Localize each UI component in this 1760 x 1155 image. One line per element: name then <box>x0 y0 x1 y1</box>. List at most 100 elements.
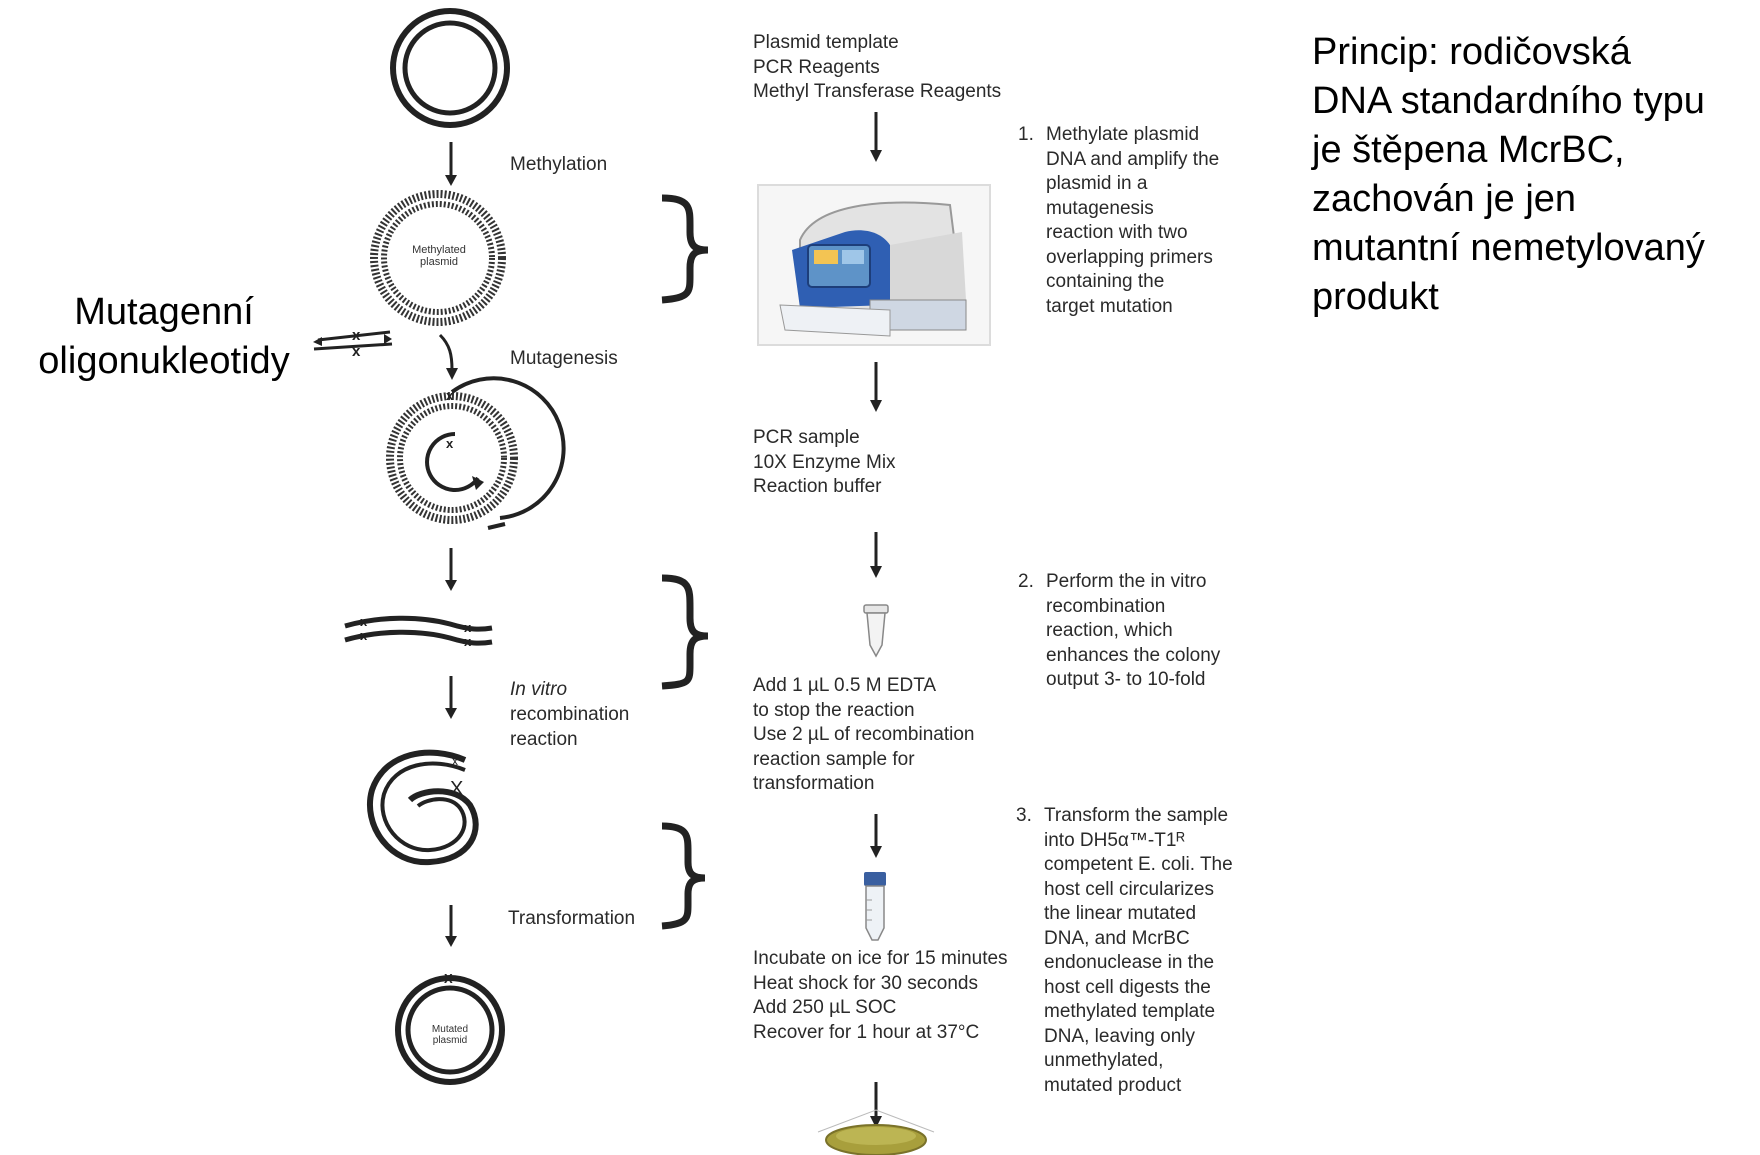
step-body: Perform the in vitro recombination react… <box>1046 570 1220 693</box>
transformation-label: Transformation <box>508 908 636 929</box>
svg-text:x: x <box>446 388 454 403</box>
step-number: 1. <box>1018 124 1034 145</box>
reagent-line: Add 250 µL SOC <box>753 997 897 1018</box>
step-1: 1. Methylate plasmid DNA and amplify the… <box>1018 123 1258 323</box>
reagent-line: Plasmid template <box>753 32 899 53</box>
step-line: recombination <box>1046 595 1166 617</box>
step-line: reaction, which <box>1046 620 1173 641</box>
reagent-line: PCR sample <box>753 427 860 448</box>
plasmid-label-line: Mutated <box>431 1024 469 1035</box>
methylated-plasmid <box>370 190 506 326</box>
heading-line: Mutagenní <box>74 291 254 333</box>
reagent-line: transformation <box>753 773 875 794</box>
reagent-line: Use 2 µL of recombination <box>753 724 975 745</box>
step-line: containing the <box>1046 271 1165 292</box>
step-2: 2. Perform the in vitro recombination re… <box>1018 570 1258 700</box>
svg-text:x: x <box>464 620 472 635</box>
curly-brace-icon <box>661 194 709 304</box>
step-line: reaction with two <box>1046 222 1188 243</box>
reagents-block-2: PCR sample 10X Enzyme Mix Reaction buffe… <box>753 426 896 500</box>
mutagenesis-plasmid: x x <box>386 376 566 530</box>
arrow-down-icon <box>870 362 882 412</box>
step-line: mutated product <box>1044 1074 1182 1096</box>
reagent-line: 10X Enzyme Mix <box>753 451 896 473</box>
arrow-down-icon <box>870 1082 882 1128</box>
step-line: into DH5α™-T1ᴿ <box>1044 829 1185 851</box>
step-number: 2. <box>1018 571 1034 592</box>
svg-text:X: X <box>450 778 463 800</box>
plasmid-label-line: plasmid <box>420 256 458 268</box>
step-line: mutagenesis <box>1046 197 1154 219</box>
principle-text: Princip: rodičovská DNA standardního typ… <box>1312 28 1705 322</box>
principle-line: produkt <box>1312 276 1439 318</box>
reagent-line: Recover for 1 hour at 37°C <box>753 1021 980 1043</box>
arrow-down-icon <box>445 548 457 591</box>
template-plasmid <box>390 8 510 128</box>
heading-line: oligonukleotidy <box>38 340 290 382</box>
recombining-dna: X x <box>367 749 479 866</box>
svg-text:x: x <box>464 634 472 649</box>
svg-text:x: x <box>446 436 454 451</box>
arrow-down-icon <box>445 142 457 186</box>
in-vitro-recombination-label: In vitro recombination reaction <box>510 677 629 752</box>
principle-line: DNA standardního typu <box>1312 80 1705 122</box>
reagent-line: Methyl Transferase Reagents <box>753 81 1002 102</box>
reagent-line: Reaction buffer <box>753 476 882 497</box>
step-body: Methylate plasmid DNA and amplify the pl… <box>1046 123 1219 319</box>
oligonucleotide-primers: x x <box>313 327 393 360</box>
thermocycler-image <box>757 184 991 346</box>
svg-text:x: x <box>352 343 361 360</box>
principle-line: Princip: rodičovská <box>1312 31 1631 73</box>
step-line: DNA and amplify the <box>1046 148 1220 170</box>
plasmid-label-line: Methylated <box>412 244 466 256</box>
curly-brace-icon <box>661 822 706 930</box>
step-line: plasmid in a <box>1046 173 1148 194</box>
mutation-mark: X <box>444 971 453 986</box>
curly-brace-icon <box>661 574 709 690</box>
curved-arrow-icon <box>438 333 458 380</box>
reagents-block-3: Add 1 µL 0.5 M EDTA to stop the reaction… <box>753 674 974 797</box>
step-line: Methylate plasmid <box>1046 124 1200 145</box>
step-line: target mutation <box>1046 295 1173 317</box>
step-line: Perform the in vitro <box>1046 571 1207 592</box>
methylation-label: Methylation <box>510 154 608 175</box>
principle-line: mutantní nemetylovaný <box>1312 227 1705 269</box>
plasmid-label-line: plasmid <box>432 1035 468 1046</box>
step-3: 3. Transform the sample into DH5α™-T1ᴿ c… <box>1016 804 1266 1104</box>
svg-text:x: x <box>352 327 361 344</box>
microtube-icon <box>863 604 889 658</box>
reagents-block-4: Incubate on ice for 15 minutes Heat shoc… <box>753 947 1008 1045</box>
reagent-line: Incubate on ice for 15 minutes <box>753 948 1008 969</box>
principle-line: zachován je jen <box>1312 178 1577 220</box>
step-number: 3. <box>1016 805 1032 826</box>
arrow-down-icon <box>870 112 882 162</box>
reagents-block-1: Plasmid template PCR Reagents Methyl Tra… <box>753 31 1001 105</box>
svg-text:x: x <box>360 628 368 643</box>
label-line: In vitro <box>510 679 568 700</box>
mutagenesis-label: Mutagenesis <box>510 348 618 369</box>
petri-dish-icon <box>817 1109 935 1155</box>
mutated-plasmid-label: Mutated plasmid <box>420 1024 480 1046</box>
label-line: recombination <box>510 704 630 725</box>
conical-tube-icon <box>864 872 886 941</box>
mutated-plasmid <box>395 975 505 1085</box>
arrow-down-icon <box>445 905 457 947</box>
step-line: host cell digests the <box>1044 976 1211 998</box>
principle-line: je štěpena McrBC, <box>1312 129 1625 171</box>
arrow-down-icon <box>445 676 457 719</box>
step-line: Transform the sample <box>1044 805 1229 826</box>
svg-text:x: x <box>360 614 368 629</box>
reagent-line: to stop the reaction <box>753 699 915 721</box>
step-line: host cell circularizes <box>1044 878 1214 900</box>
step-line: unmethylated, <box>1044 1050 1164 1071</box>
reagent-line: reaction sample for <box>753 748 915 770</box>
svg-text:x: x <box>452 754 458 768</box>
step-body: Transform the sample into DH5α™-T1ᴿ comp… <box>1044 804 1233 1098</box>
mutagenic-oligonucleotides-heading: Mutagenní oligonukleotidy <box>14 288 314 386</box>
step-line: endonuclease in the <box>1044 952 1215 973</box>
step-line: overlapping primers <box>1046 246 1213 268</box>
step-line: the linear mutated <box>1044 903 1197 924</box>
reagent-line: Heat shock for 30 seconds <box>753 972 978 994</box>
arrow-down-icon <box>870 814 882 858</box>
